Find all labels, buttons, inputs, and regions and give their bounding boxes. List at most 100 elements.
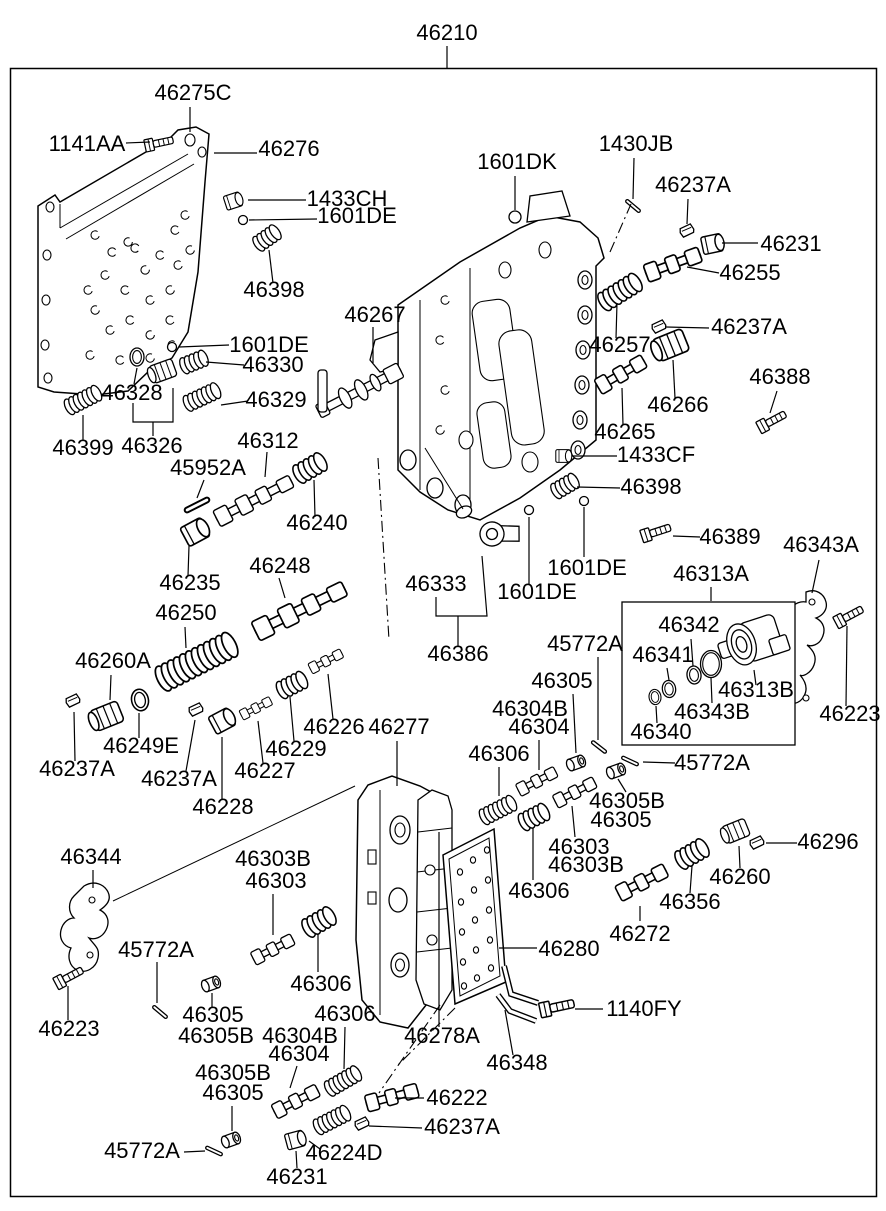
leader-line xyxy=(621,387,624,426)
leader-line xyxy=(248,218,318,221)
leader-line xyxy=(738,845,741,869)
part-label: 46237A xyxy=(711,314,787,339)
spring-46224D xyxy=(310,1103,354,1137)
clip-46237A xyxy=(353,1115,371,1132)
part-label: 46328 xyxy=(101,380,162,405)
part-label: 46356 xyxy=(659,889,720,914)
valve-46227 xyxy=(238,695,274,721)
part-label: 46303 xyxy=(548,834,609,859)
leader-line xyxy=(278,577,286,599)
part-label: 46250 xyxy=(155,600,216,625)
accumulator-body-drawing xyxy=(415,789,453,1011)
piston-46228 xyxy=(207,705,239,736)
part-label: 46260A xyxy=(75,648,151,673)
part-label: 46277 xyxy=(368,714,429,739)
part-label: 45772A xyxy=(118,937,194,962)
pin-45952A xyxy=(182,495,212,515)
bushing-46305 xyxy=(564,753,588,773)
bolt-1140FY xyxy=(537,995,577,1019)
bolt-46389 xyxy=(639,520,673,544)
ball-1601DE xyxy=(237,214,249,226)
oring-46328 xyxy=(129,347,145,367)
part-label: 46398 xyxy=(243,277,304,302)
ball-1601DE xyxy=(166,341,178,353)
part-label: 46304B xyxy=(262,1023,338,1048)
leader-line xyxy=(665,326,710,329)
part-label: 46267 xyxy=(344,302,405,327)
part-label: 46255 xyxy=(719,260,780,285)
part-label: 45952A xyxy=(170,455,246,480)
leader-line xyxy=(257,720,264,764)
part-label: 46237A xyxy=(39,756,115,781)
part-label: 46231 xyxy=(760,231,821,256)
leader-line xyxy=(811,559,820,594)
leader-line xyxy=(690,638,694,667)
leader-line xyxy=(133,367,138,385)
part-label: 46235 xyxy=(159,570,220,595)
plug-1433CH xyxy=(222,190,246,211)
part-label: 46304 xyxy=(268,1041,329,1066)
part-label: 46237A xyxy=(655,172,731,197)
part-label: 46303B xyxy=(548,852,624,877)
spring-46398 xyxy=(547,470,583,502)
leader-line xyxy=(205,361,245,366)
ring-46249E xyxy=(128,686,152,714)
gasket-drawing-46344 xyxy=(59,882,110,972)
leader-line xyxy=(686,266,720,274)
part-label: 46306 xyxy=(468,741,529,766)
part-label: 46399 xyxy=(52,435,113,460)
part-label: 46304 xyxy=(508,714,569,739)
sleeve-46235 xyxy=(178,515,214,548)
part-label: 46305B xyxy=(178,1023,254,1048)
ball-1601DK xyxy=(508,210,522,224)
part-label: 1433CH xyxy=(307,186,388,211)
centerline xyxy=(395,1007,456,1068)
part-label: 46296 xyxy=(797,829,858,854)
leader-line xyxy=(686,198,689,225)
spring-46306 xyxy=(298,903,340,941)
part-label: 46223 xyxy=(38,1016,99,1041)
part-label: 46388 xyxy=(749,364,810,389)
solenoid-kit-box xyxy=(621,601,796,746)
leader-line xyxy=(295,1150,298,1169)
leader-line xyxy=(617,778,627,793)
clip-46237A xyxy=(650,318,668,335)
part-label: 46257 xyxy=(589,332,650,357)
part-label: 46305 xyxy=(531,668,592,693)
part-label: 46398 xyxy=(620,474,681,499)
leader-line xyxy=(576,486,621,489)
spring-46257 xyxy=(594,270,646,314)
valve-46265 xyxy=(593,352,649,396)
part-label: 46348 xyxy=(486,1050,547,1075)
clip-46237A xyxy=(64,692,82,709)
part-label: 1601DK xyxy=(477,149,557,174)
clip-46237A xyxy=(678,222,696,239)
part-label: 46237A xyxy=(424,1114,500,1139)
valve-46303 xyxy=(249,932,297,966)
leader-line xyxy=(672,535,701,538)
part-label: 46248 xyxy=(249,553,310,578)
leader-line xyxy=(642,761,676,764)
part-label: 45772A xyxy=(674,750,750,775)
part-label: 46265 xyxy=(594,419,655,444)
valve-plate-drawing-46280 xyxy=(442,827,507,1006)
part-label: 46226 xyxy=(303,714,364,739)
part-label: 46386 xyxy=(427,641,488,666)
bolt-46223 xyxy=(832,602,866,630)
part-label: 46272 xyxy=(609,921,670,946)
diagram-border xyxy=(9,67,878,1198)
part-label: 1140FY xyxy=(606,996,682,1021)
centerline xyxy=(609,203,632,253)
part-label: 46222 xyxy=(426,1085,487,1110)
spring-46229 xyxy=(273,668,311,702)
part-label: 46305B xyxy=(589,788,665,813)
leader-line xyxy=(672,359,676,399)
part-label: 46342 xyxy=(658,612,719,637)
leader-line xyxy=(327,673,334,720)
part-label: 46223 xyxy=(819,701,880,726)
part-label: 46305B xyxy=(195,1060,271,1085)
leader-line xyxy=(196,479,205,499)
part-label: 46304B xyxy=(492,696,568,721)
leader-line xyxy=(343,1026,346,1070)
